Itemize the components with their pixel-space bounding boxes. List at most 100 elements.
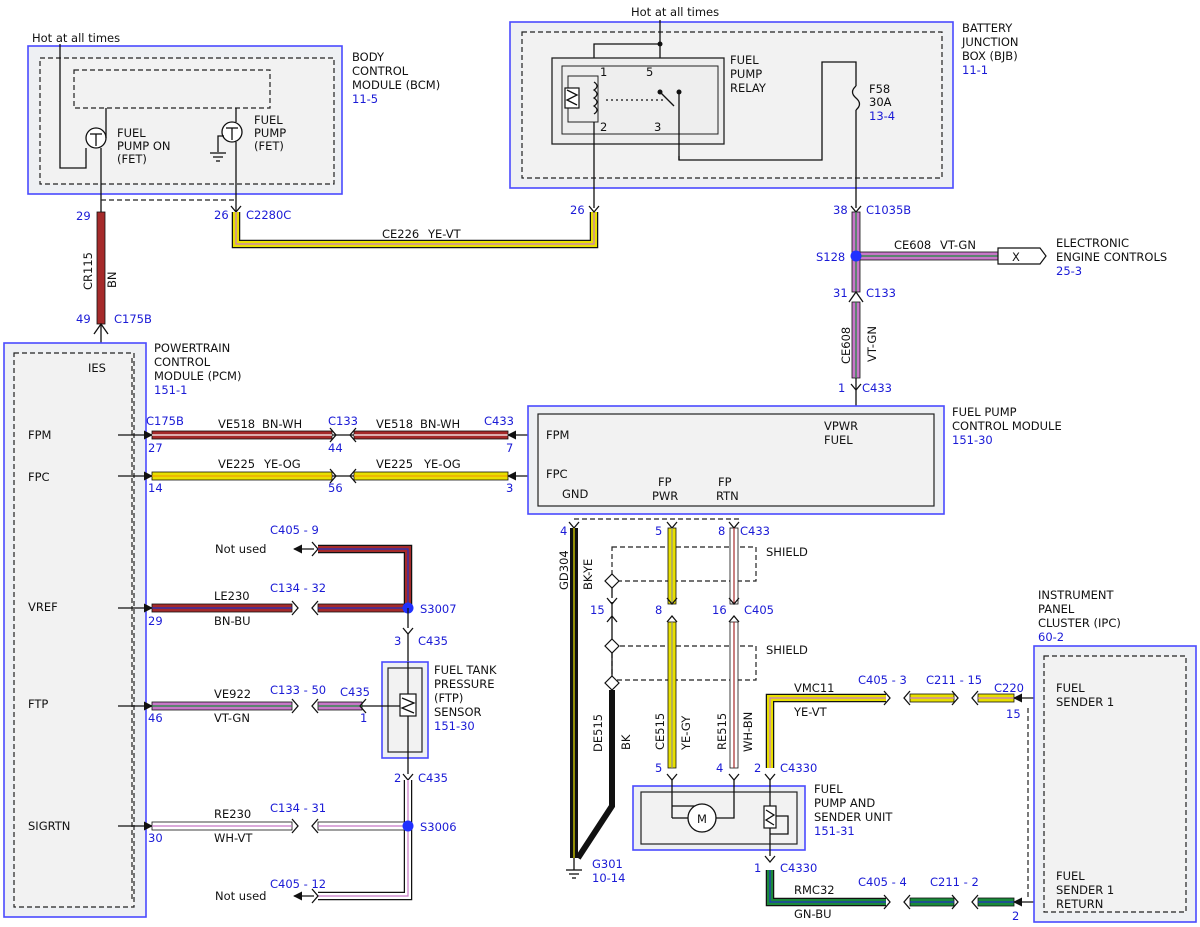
- c133-50: C133 - 50: [270, 683, 326, 697]
- ce226-circuit: CE226: [382, 227, 419, 241]
- ftp-pin-46: 46: [148, 711, 163, 725]
- c405-4: C405 - 4: [858, 875, 907, 889]
- ce226-color: YE-VT: [427, 227, 462, 241]
- fpcm-ref: 151-30: [952, 433, 993, 447]
- fpsu-c4330-bottom: C4330: [780, 861, 817, 875]
- ve922-color: VT-GN: [214, 711, 250, 725]
- pcm-title-1: POWERTRAIN: [154, 341, 230, 355]
- fpcm-pins: 4 5 8 C433: [560, 521, 770, 538]
- gd304-circuit: GD304: [557, 550, 571, 590]
- pcm-title-3: MODULE (PCM): [154, 369, 241, 383]
- fpsu-pin-5: 5: [655, 761, 662, 775]
- fpcm-title-2: CONTROL MODULE: [952, 419, 1062, 433]
- fpcm-fp-pwr-2: PWR: [652, 489, 678, 503]
- fpsu-pin-1: 1: [754, 861, 761, 875]
- bcm-pin-29: 29: [76, 209, 91, 223]
- fpsu-c4330-top: C4330: [780, 761, 817, 775]
- fpcm-fp-rtn-1: FP: [718, 475, 732, 489]
- ipc-sender1-return-2: SENDER 1: [1056, 883, 1114, 897]
- splice-s3006-icon: [402, 820, 414, 832]
- pcm-pin-ftp: FTP: [28, 697, 48, 711]
- shields: SHIELD SHIELD 15: [590, 545, 808, 691]
- bjb-c1035b: C1035B: [866, 203, 911, 217]
- pcm-module: IES POWERTRAIN CONTROL MODULE (PCM) 151-…: [3, 341, 241, 918]
- bjb-title-2: JUNCTION: [961, 35, 1019, 49]
- g301-ref: 10-14: [592, 871, 625, 885]
- g301-name: G301: [592, 857, 623, 871]
- bjb-ref: 11-1: [962, 63, 988, 77]
- fuse-icon: [851, 85, 861, 111]
- c435-b-connector: C435: [340, 685, 370, 699]
- ce608-v-color: VT-GN: [865, 326, 879, 362]
- vmc11-color: YE-VT: [793, 705, 828, 719]
- ve518-a-color: BN-WH: [262, 417, 302, 431]
- pcm-pin-fpm: FPM: [28, 428, 51, 442]
- ipc-sender1-1: FUEL: [1056, 681, 1085, 695]
- pcm-ref: 151-1: [154, 383, 187, 397]
- bcm-c2280c: C2280C: [246, 208, 291, 222]
- ftp-title-4: SENSOR: [434, 705, 482, 719]
- eec-title-1: ELECTRONIC: [1056, 236, 1129, 250]
- eec-x-icon: [997, 247, 1047, 265]
- vmc11-circuit: VMC11: [794, 681, 834, 695]
- bjb-title-1: BATTERY: [962, 21, 1013, 35]
- c211-2: C211 - 2: [930, 875, 979, 889]
- fet-pump-label-2: PUMP: [254, 126, 286, 140]
- fpm-pin-44: 44: [328, 441, 343, 455]
- fpm-c433: C433: [484, 414, 514, 428]
- bcm-module: BODY CONTROL MODULE (BCM) 11-5 Hot at al…: [27, 31, 440, 212]
- ftp-title-1: FUEL TANK: [434, 663, 497, 677]
- ce608-h-color: VT-GN: [940, 238, 976, 252]
- ve225-b-circuit: VE225: [376, 457, 413, 471]
- eec-title-2: ENGINE CONTROLS: [1056, 250, 1167, 264]
- le230-circuit: LE230: [214, 589, 250, 603]
- ipc-ref: 60-2: [1038, 630, 1064, 644]
- ftp-title-3: (FTP): [434, 691, 463, 705]
- gd304-color: BK-YE: [581, 559, 595, 590]
- vref-pin-29: 29: [148, 614, 163, 628]
- ve922-wire: 46 VE922 VT-GN C133 - 50 C435 1: [118, 683, 400, 725]
- fpm-c175b: C175B: [146, 414, 184, 428]
- ce515-color: YE-GY: [679, 715, 693, 751]
- bjb-pin-38: 38: [833, 203, 848, 217]
- ve518-b-circuit: VE518: [376, 417, 413, 431]
- fpcm-pin-8: 8: [718, 524, 725, 538]
- c405-mid-pin-15: 15: [590, 603, 605, 617]
- splice-s3007: S3007: [420, 602, 457, 616]
- c435-a-connector: C435: [418, 634, 448, 648]
- c133-top-pin: 31: [833, 286, 848, 300]
- fpcm-fp-rtn-2: RTN: [716, 489, 739, 503]
- vmc11-wire: VMC11 YE-VT C405 - 3 C211 - 15 C220 15: [765, 673, 1044, 768]
- ipc-title-3: CLUSTER (IPC): [1038, 616, 1121, 630]
- relay-box: [551, 57, 725, 145]
- fpsu-title-2: PUMP AND: [814, 796, 875, 810]
- fpc-wire: 14 VE225 YE-OG 56 VE225 YE-OG 3: [118, 457, 528, 495]
- fet-on-label-1: FUEL: [117, 126, 146, 140]
- ftp-title-2: PRESSURE: [434, 677, 494, 691]
- fpcm-c433-bottom: C433: [740, 524, 770, 538]
- eec-symbol: X: [1012, 250, 1020, 264]
- relay-label-3: RELAY: [730, 81, 767, 95]
- ce608-wire: 38 C1035B S128 CE608 VT-GN X ELECTRONIC …: [816, 203, 1167, 406]
- fpcm-pin-4: 4: [560, 524, 567, 538]
- bcm-ref: 11-5: [352, 92, 378, 106]
- le230-color: BN-BU: [214, 614, 251, 628]
- c175b-top-connector: C175B: [114, 312, 152, 326]
- fet-on-label-2: PUMP ON: [117, 139, 171, 153]
- c405-9: C405 - 9: [270, 523, 319, 537]
- relay-pin-5: 5: [646, 65, 653, 79]
- c211-15: C211 - 15: [926, 673, 982, 687]
- ipc-module: INSTRUMENT PANEL CLUSTER (IPC) 60-2 FUEL…: [1027, 588, 1197, 923]
- fpc-pin-56: 56: [328, 481, 343, 495]
- c133-top-connector: C133: [866, 286, 896, 300]
- fuse-ref: 13-4: [869, 109, 895, 123]
- splice-s128: S128: [816, 250, 845, 264]
- le230-wire: Not used C405 - 9 S3007 29 LE230 BN-BU C…: [118, 523, 457, 662]
- fet-on-label-3: (FET): [117, 152, 147, 166]
- ipc-title-2: PANEL: [1038, 602, 1075, 616]
- bcm-hot-label: Hot at all times: [32, 31, 120, 45]
- fpsu-title-1: FUEL: [814, 782, 843, 796]
- fpsu-module: M FUEL PUMP AND SENDER UNIT 151-31 2 C43…: [632, 761, 893, 875]
- bjb-title-3: BOX (BJB): [962, 49, 1018, 63]
